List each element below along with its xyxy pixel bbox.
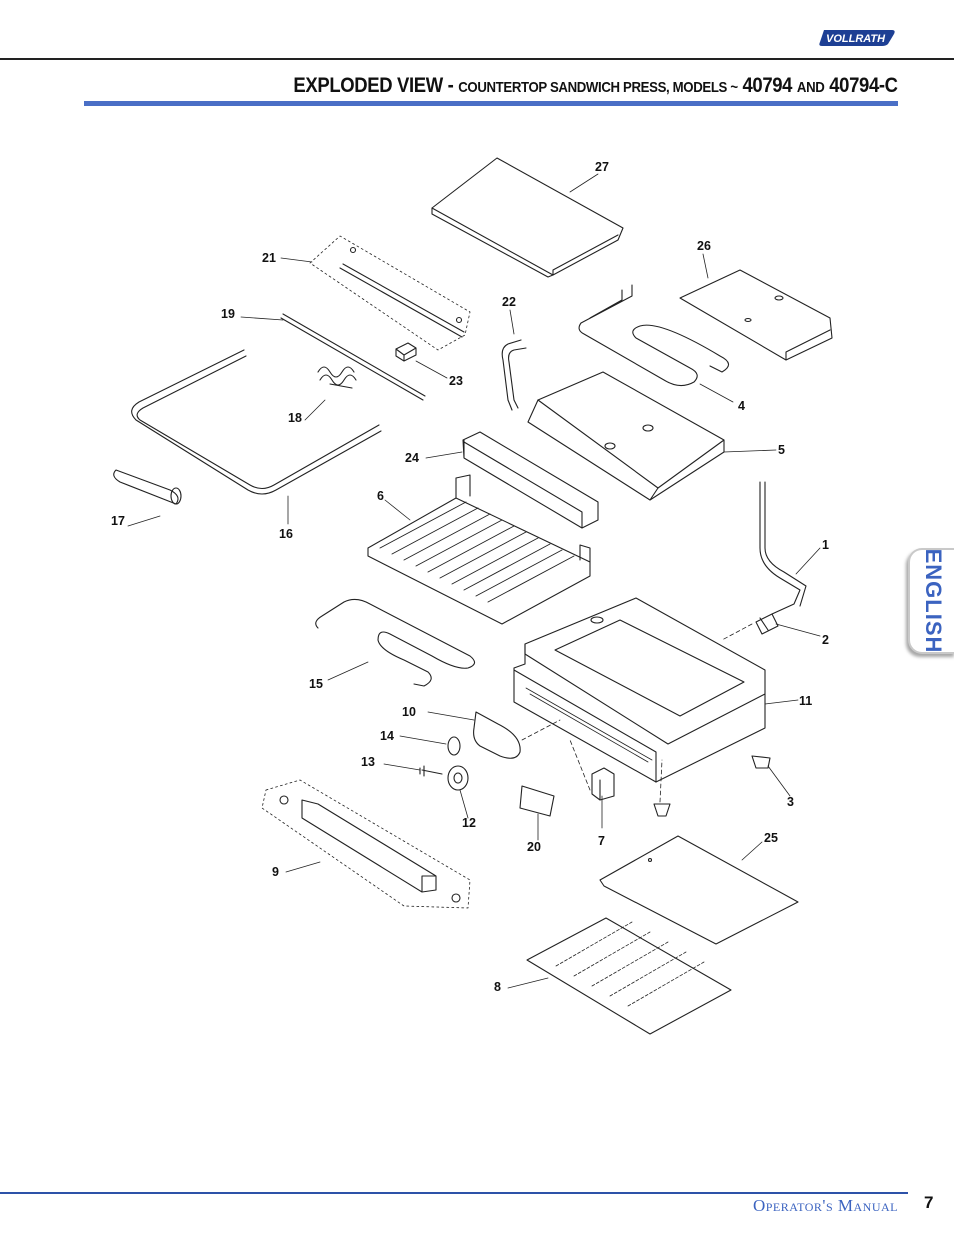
part-lower-heater [315,598,476,687]
part-block [395,342,417,362]
callout-11: 11 [799,694,812,708]
callout-26: 26 [697,239,711,253]
callout-6: 6 [377,489,384,503]
part-foot-right [751,755,771,769]
callout-8: 8 [494,980,501,994]
callout-27: 27 [595,160,609,174]
callout-21: 21 [262,251,276,265]
part-screw [419,765,443,777]
footer-manual-label: Operator's Manual [752,1196,898,1215]
title-and: and [797,79,825,96]
part-drip-tray [261,779,471,909]
part-thin-rod [280,313,426,401]
callout-22: 22 [502,295,516,309]
callout-2: 2 [822,633,829,647]
callout-1: 1 [822,538,829,552]
part-bottom-plate [599,835,799,945]
callout-9: 9 [272,865,279,879]
language-tab-label: ENGLISH [921,548,946,654]
brand-text: VOLLRATH [826,33,886,45]
title-main: EXPLODED VIEW - [293,74,454,97]
part-knob [447,765,469,791]
part-upper-pan [527,371,725,501]
footer-rule [0,1192,908,1194]
part-strain-relief [755,613,779,635]
part-channel [462,431,599,529]
page-number: 7 [924,1193,934,1212]
callout-13: 13 [361,755,375,769]
callout-17: 17 [111,514,125,528]
part-switch [591,767,615,801]
title-model-b: 40794-C [829,74,899,97]
callout-20: 20 [527,840,541,854]
language-tab[interactable]: ENGLISH [908,548,954,654]
part-grill-plate [367,474,591,625]
callout-18: 18 [288,411,302,425]
callout-15: 15 [309,677,323,691]
callout-10: 10 [402,705,416,719]
part-wire-coil [317,366,357,389]
part-vented-panel [526,917,732,1035]
callout-23: 23 [449,374,463,388]
callout-5: 5 [778,443,785,457]
part-top-plate [679,269,833,361]
part-gasket [447,736,461,756]
part-elbow-tube [501,339,527,411]
part-u-frame [131,349,382,495]
part-foot-left [653,803,671,817]
part-label [519,785,555,817]
title-model-a: 40794 [742,74,793,97]
callout-25: 25 [764,831,778,845]
callout-14: 14 [380,729,394,743]
title-rule [84,101,898,106]
footer-manual-title: Operator's Manual [680,1196,898,1216]
callout-24: 24 [405,451,419,465]
callout-7: 7 [598,834,605,848]
part-top-cover [431,157,624,278]
part-control-plate [473,711,521,759]
part-upper-heater [578,284,730,387]
callout-19: 19 [221,307,235,321]
callout-16: 16 [279,527,293,541]
callout-12: 12 [462,816,476,830]
page-title: EXPLODED VIEW - Countertop Sandwich Pres… [293,74,899,98]
part-rod-assembly [309,235,471,351]
vollrath-logo: VOLLRATH [819,30,895,46]
callout-4: 4 [738,399,745,413]
part-base-housing [513,597,766,783]
callout-3: 3 [787,795,794,809]
part-power-cord [759,481,807,615]
part-handle-grip [113,469,182,505]
header-rule [0,58,954,60]
title-product: Countertop Sandwich Press, Models ~ [458,79,739,96]
